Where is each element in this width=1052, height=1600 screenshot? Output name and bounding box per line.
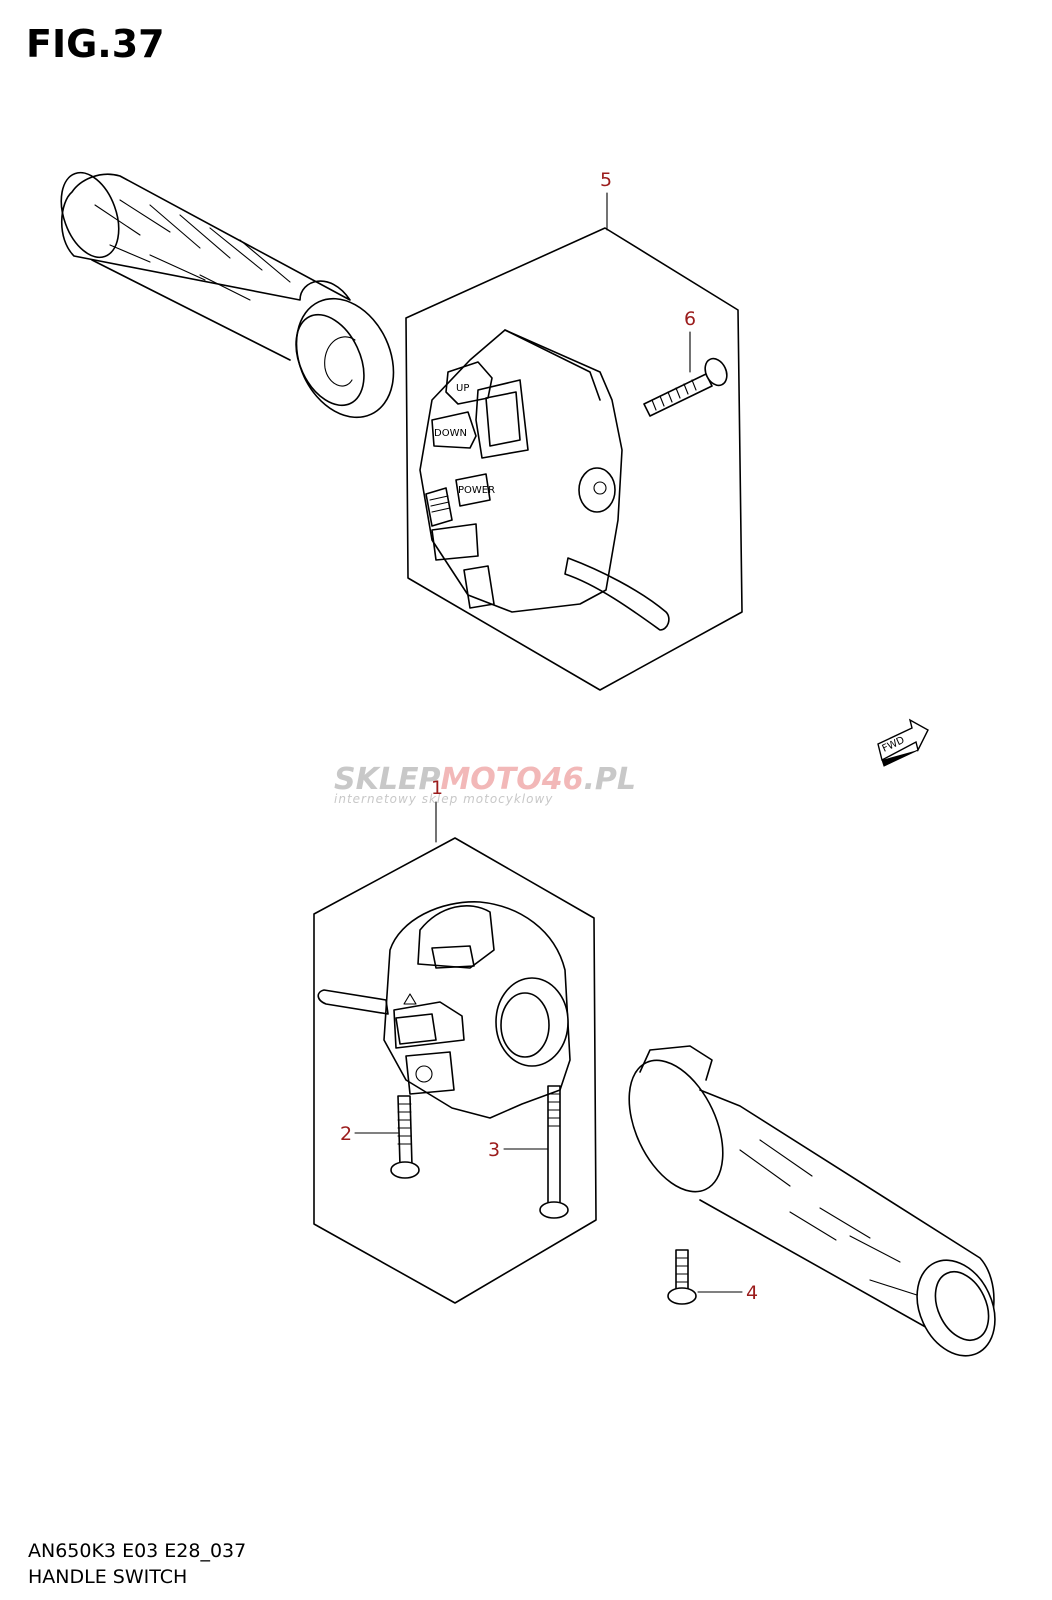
fwd-arrow: FWD bbox=[877, 718, 929, 767]
svg-text:2: 2 bbox=[340, 1123, 352, 1145]
right-handlebar-grip bbox=[628, 1045, 996, 1357]
svg-text:SKLEPMOTO46.PL: SKLEPMOTO46.PL bbox=[334, 762, 636, 797]
screw-4: 4 bbox=[667, 1249, 758, 1305]
screw-3: 3 bbox=[488, 1085, 569, 1219]
right-handlebar-switch bbox=[317, 901, 571, 1119]
callout-5: 5 bbox=[600, 169, 612, 231]
watermark: SKLEPMOTO46.PL internetowy sklep motocyk… bbox=[334, 762, 636, 806]
left-handlebar-grip bbox=[60, 171, 395, 419]
svg-text:4: 4 bbox=[746, 1282, 758, 1304]
screw-6: 6 bbox=[643, 308, 728, 417]
screw-2: 2 bbox=[340, 1095, 420, 1179]
power-button-label: POWER bbox=[458, 485, 495, 496]
down-button-label: DOWN bbox=[434, 428, 467, 439]
model-code: AN650K3 E03 E28_037 bbox=[28, 1540, 247, 1562]
svg-text:1: 1 bbox=[431, 777, 443, 799]
left-handlebar-switch: UP DOWN POWER bbox=[419, 329, 670, 631]
callout-1: 1 bbox=[431, 777, 443, 843]
svg-text:3: 3 bbox=[488, 1139, 500, 1161]
left-switch-assembly-frame bbox=[405, 227, 743, 691]
up-button-label: UP bbox=[456, 383, 469, 394]
svg-text:5: 5 bbox=[600, 169, 612, 191]
figure-title: FIG.37 bbox=[26, 22, 165, 66]
svg-text:internetowy sklep motocyklowy: internetowy sklep motocyklowy bbox=[334, 792, 553, 806]
svg-text:6: 6 bbox=[684, 308, 696, 330]
right-switch-assembly-frame bbox=[313, 837, 597, 1304]
diagram-name: HANDLE SWITCH bbox=[28, 1566, 188, 1588]
